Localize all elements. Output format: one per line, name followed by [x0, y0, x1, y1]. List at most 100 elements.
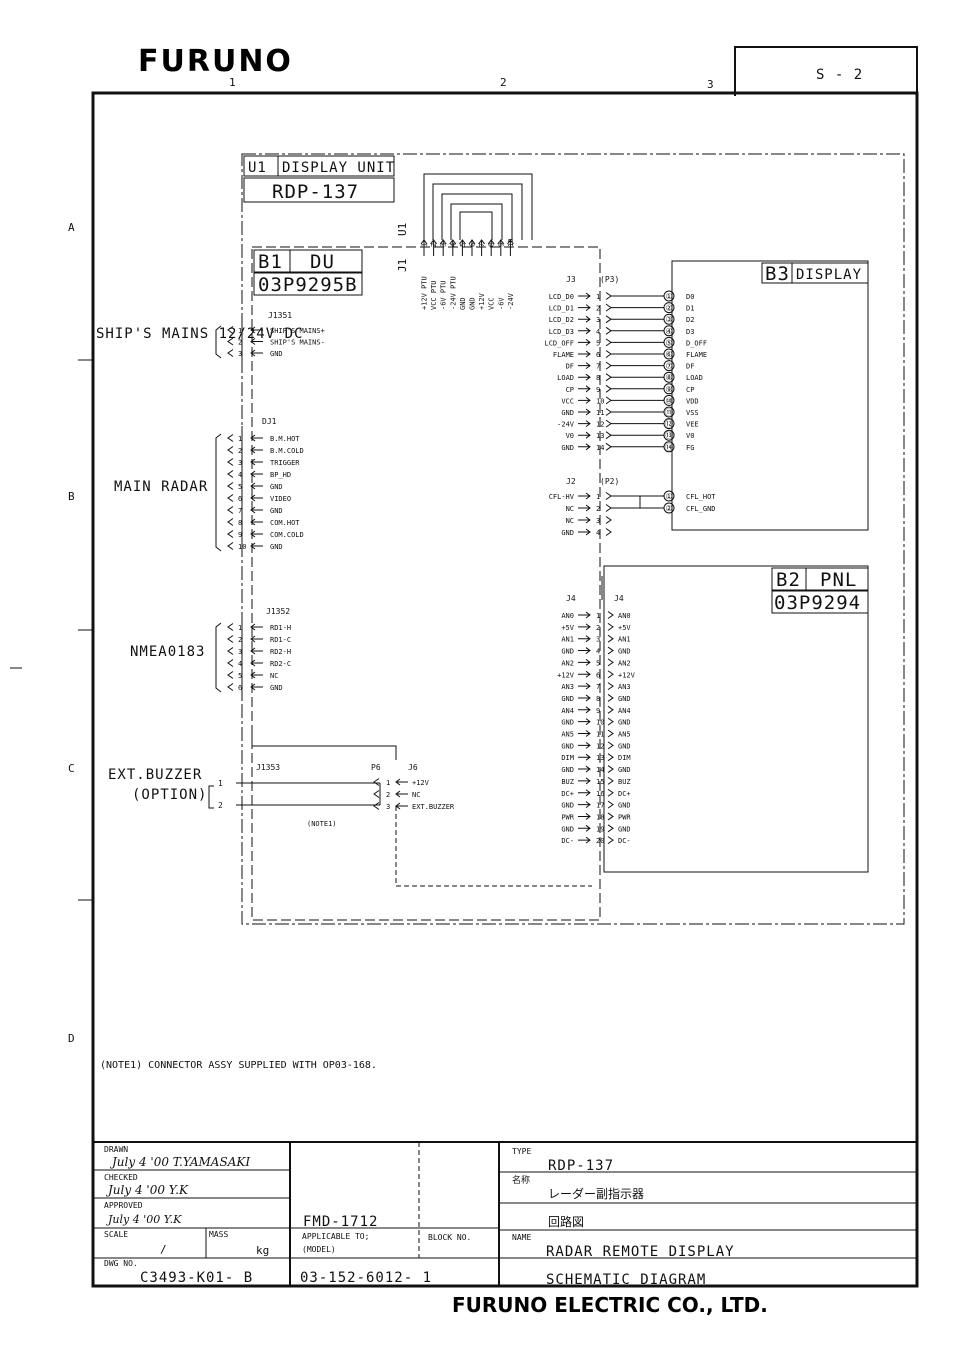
name-value: RADAR REMOTE DISPLAY	[546, 1244, 735, 1260]
pin-arrow	[395, 790, 408, 798]
j4-dest-signal: GND	[618, 766, 631, 774]
j3-pin-arrow	[578, 362, 591, 369]
j4-pin-number: 20	[596, 837, 604, 845]
pin-chevron	[227, 470, 234, 478]
pin-chevron	[227, 446, 234, 454]
j3-circle-number: ⑧	[665, 373, 672, 382]
j2-pin-signal: NC	[566, 505, 574, 513]
j4-pin-number: 2	[596, 624, 600, 632]
j4-pin-signal: GND	[561, 719, 574, 727]
j3-pin-signal: V0	[566, 432, 574, 440]
col-mark-2: 2	[500, 76, 507, 89]
j4-pin-arrow	[578, 765, 591, 773]
pin-arrow	[250, 659, 263, 667]
j3-dest-signal: D3	[686, 328, 694, 336]
dwg-no-value: C3493-K01- B	[140, 1270, 253, 1286]
j3-circle-number: ⑫	[665, 420, 673, 429]
pin-chevron	[605, 431, 612, 440]
j3-pin-signal: LCD_D3	[549, 328, 574, 336]
j4-dest-signal: DC-	[618, 837, 631, 845]
b3-id: B3	[765, 263, 790, 285]
b2-label-box	[771, 567, 869, 591]
pin-chevron	[607, 788, 614, 797]
j4-pin-arrow	[578, 659, 591, 666]
mass-unit: kg	[256, 1244, 269, 1257]
dwg-no-label: DWG NO.	[104, 1259, 138, 1268]
furuno-logo: FURUNO	[138, 44, 293, 79]
dj1-brace	[215, 433, 222, 552]
checked-label: CHECKED	[104, 1173, 138, 1182]
j3-pin-arrow	[578, 339, 591, 346]
j3-pin-arrow	[578, 327, 591, 335]
j4-pin-arrow	[578, 682, 591, 690]
j2-note	[611, 495, 664, 509]
main-radar-label: MAIN RADAR	[114, 479, 208, 495]
j4-dest-signal: +12V	[618, 671, 636, 679]
b2-board	[603, 565, 869, 873]
j3-dest-signal: D0	[686, 293, 694, 301]
u1-label-box	[243, 155, 395, 177]
j4-pin-arrow	[578, 611, 591, 619]
j2-pin-arrow	[578, 528, 591, 536]
j4-pin-arrow	[578, 706, 591, 714]
pin-arrow	[250, 530, 263, 538]
j2-pin-signal: GND	[561, 529, 574, 537]
buzzer-ext-pin-1: 1	[218, 779, 223, 788]
pin-chevron	[605, 442, 612, 451]
j2-circle-number: ①	[665, 492, 672, 501]
j3-dest-signal: V0	[686, 432, 694, 440]
j4-pin-signal: GND	[561, 695, 574, 703]
pin-chevron	[227, 683, 234, 691]
j1352-pin-signal: RD2-C	[270, 660, 291, 668]
pin-chevron	[605, 303, 612, 312]
pin-arrow	[395, 802, 408, 810]
j2-pin-circle	[663, 502, 675, 514]
j1352-pin-signal: RD1-H	[270, 624, 291, 632]
j3-pin-number: 6	[596, 351, 600, 359]
pin-arrow	[250, 446, 263, 454]
ext-buzzer-label: EXT.BUZZER	[108, 767, 202, 783]
j2-pin-arrow	[578, 516, 591, 524]
j4-pin-arrow	[578, 753, 591, 761]
j1-pin-signal: VCC PTU	[430, 280, 438, 310]
pin-chevron	[607, 682, 614, 691]
buzzer-ext-pin-2: 2	[218, 801, 223, 810]
j1351-brace	[215, 325, 222, 359]
j4-pin-signal: GND	[561, 766, 574, 774]
j4-pin-arrow	[578, 730, 591, 737]
dj1-pin-signal: COM.HOT	[270, 519, 300, 527]
j3-pin-arrow	[578, 373, 591, 381]
j3-circle-number: ⑩	[665, 396, 672, 405]
j4-pin-signal: AN0	[561, 612, 574, 620]
pin-chevron	[607, 800, 614, 809]
b2-part-box	[771, 590, 869, 614]
j4-dest-signal: AN3	[618, 683, 631, 691]
dj1-pin-signal: BP_HD	[270, 471, 291, 479]
j3-pin-circle	[663, 394, 675, 406]
j3-pin-number: 4	[596, 328, 600, 336]
j3-circle-number: ⑪	[665, 408, 673, 417]
sheet-box	[734, 46, 918, 96]
j4-pin-arrow	[578, 694, 591, 702]
j1351-pin-number: 1	[238, 327, 242, 335]
j3-label: J3	[566, 275, 576, 284]
pin-chevron	[227, 518, 234, 526]
j1351-pin-signal: GND	[270, 350, 283, 358]
j4-pin-number: 1	[596, 612, 600, 620]
j3-dest-signal: LOAD	[686, 374, 703, 382]
j1352-pin-signal: NC	[270, 672, 278, 680]
j1-pin-signal: GND	[459, 297, 467, 310]
j3-pin-circle	[663, 383, 675, 395]
code-number: 03-152-6012- 1	[300, 1270, 432, 1286]
pin-chevron	[607, 717, 614, 726]
pin-arrow	[250, 506, 263, 514]
dj1-pin-number: 3	[238, 459, 242, 467]
pin-chevron	[607, 765, 614, 773]
b3-board	[671, 260, 869, 531]
j3-pin-arrow	[578, 304, 591, 311]
j4-label-right: J4	[614, 594, 624, 603]
